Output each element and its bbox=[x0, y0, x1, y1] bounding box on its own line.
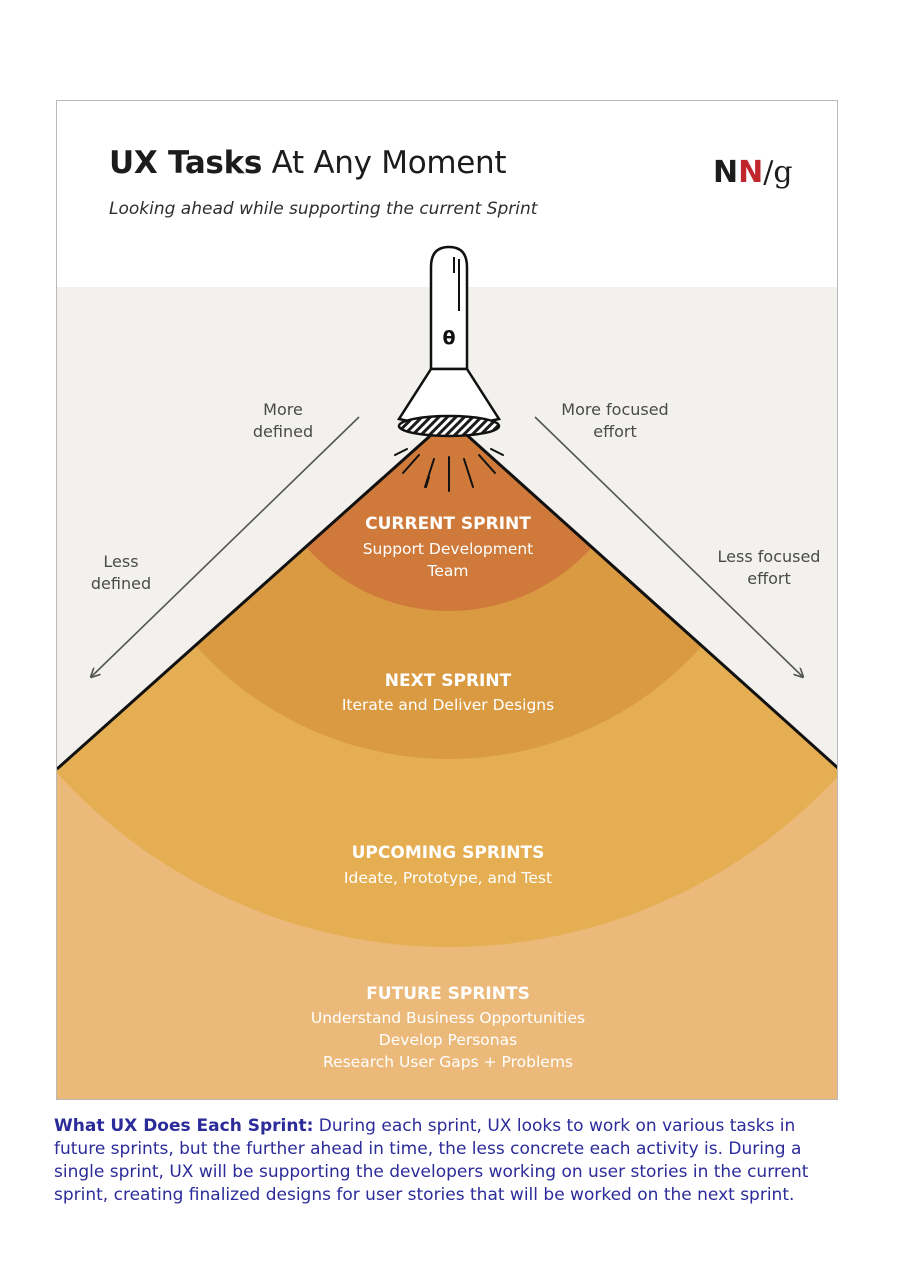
band-future-desc: Understand Business Opportunities Develo… bbox=[310, 1009, 586, 1071]
label-less-focused-effort: Less focused effort bbox=[717, 547, 821, 588]
caption-lead: What UX Does Each Sprint: bbox=[54, 1116, 314, 1136]
label-less-defined: Less defined bbox=[90, 552, 152, 593]
figure-caption: What UX Does Each Sprint: During each sp… bbox=[54, 1115, 844, 1207]
caption-body: During each sprint, UX looks to work on … bbox=[54, 1116, 809, 1205]
band-current-desc: Support Development Team bbox=[362, 540, 534, 580]
diagram-title: UX Tasks At Any Moment bbox=[109, 145, 507, 181]
band-future-title: FUTURE SPRINTS bbox=[366, 984, 530, 1004]
nng-logo: NN/g bbox=[713, 155, 793, 190]
label-more-focused-effort: More focused effort bbox=[561, 400, 669, 441]
flashlight-icon bbox=[394, 245, 504, 492]
ux-tasks-diagram: UX Tasks At Any Moment Looking ahead whi… bbox=[56, 100, 838, 1100]
band-next-area bbox=[109, 419, 789, 759]
label-more-defined: More defined bbox=[252, 400, 314, 441]
diagram-subtitle: Looking ahead while supporting the curre… bbox=[109, 199, 538, 219]
band-next-title: NEXT SPRINT bbox=[384, 671, 512, 691]
arrow-left bbox=[91, 416, 360, 677]
band-current-title: CURRENT SPRINT bbox=[365, 514, 531, 534]
flashlight-glyph: θ bbox=[442, 327, 456, 349]
diagram-graphic bbox=[57, 245, 837, 1099]
band-upcoming-desc: Ideate, Prototype, and Test bbox=[343, 869, 553, 887]
band-upcoming-title: UPCOMING SPRINTS bbox=[351, 843, 545, 863]
arrow-right bbox=[534, 416, 803, 677]
band-upcoming-area bbox=[57, 419, 837, 947]
band-next-desc: Iterate and Deliver Designs bbox=[341, 696, 555, 714]
beam-edge-right bbox=[447, 417, 837, 770]
beam-edge-left bbox=[57, 417, 450, 771]
band-current-area bbox=[257, 419, 641, 611]
